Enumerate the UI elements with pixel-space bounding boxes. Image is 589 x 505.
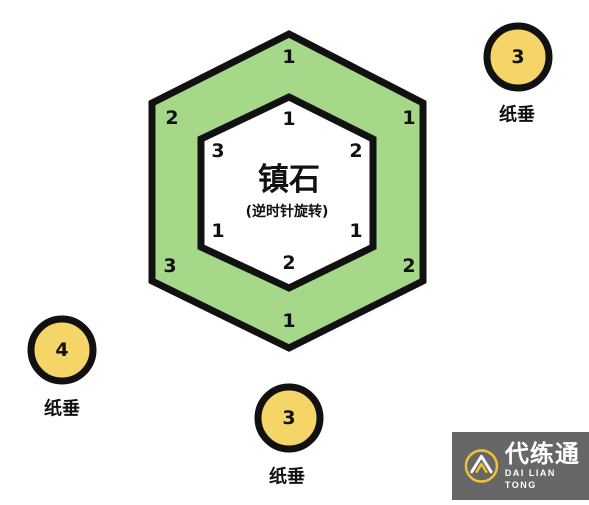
watermark-badge: 代练通 DAI LIAN TONG	[452, 432, 589, 500]
inner-number-bottom: 2	[282, 252, 295, 274]
weight-bottom: 3 纸垂	[254, 383, 324, 488]
weight-circle	[483, 22, 553, 92]
inner-number-upper-right: 2	[349, 140, 362, 162]
inner-hexagon	[197, 93, 377, 292]
outer-number-top: 1	[282, 46, 295, 68]
outer-number-upper-left: 2	[165, 107, 178, 129]
outer-number-lower-right: 2	[402, 255, 415, 277]
weight-label: 纸垂	[499, 104, 535, 126]
center-subtitle: (逆时针旋转)	[246, 203, 329, 220]
weight-value: 3	[511, 46, 524, 68]
center-title: 镇石	[258, 162, 320, 198]
outer-number-lower-left: 3	[163, 255, 176, 277]
weight-top-right: 3 纸垂	[483, 22, 553, 126]
weight-circle	[27, 315, 97, 385]
inner-number-lower-left: 1	[211, 220, 224, 242]
weight-value: 4	[55, 339, 68, 361]
inner-number-top: 1	[282, 108, 295, 130]
inner-number-lower-right: 1	[349, 220, 362, 242]
watermark-text: 代练通 DAI LIAN TONG	[505, 441, 589, 491]
outer-number-bottom: 1	[282, 310, 295, 332]
watermark-subtitle: DAI LIAN TONG	[504, 468, 556, 490]
inner-number-upper-left: 3	[211, 140, 224, 162]
outer-number-upper-right: 1	[402, 107, 415, 129]
weight-left: 4 纸垂	[27, 315, 97, 420]
weight-label: 纸垂	[44, 398, 80, 420]
watermark-title: 代练通	[504, 440, 580, 468]
weight-value: 3	[282, 407, 295, 429]
weight-label: 纸垂	[269, 466, 305, 488]
game-controller-logo-icon	[464, 449, 499, 483]
weight-circle	[254, 383, 324, 453]
